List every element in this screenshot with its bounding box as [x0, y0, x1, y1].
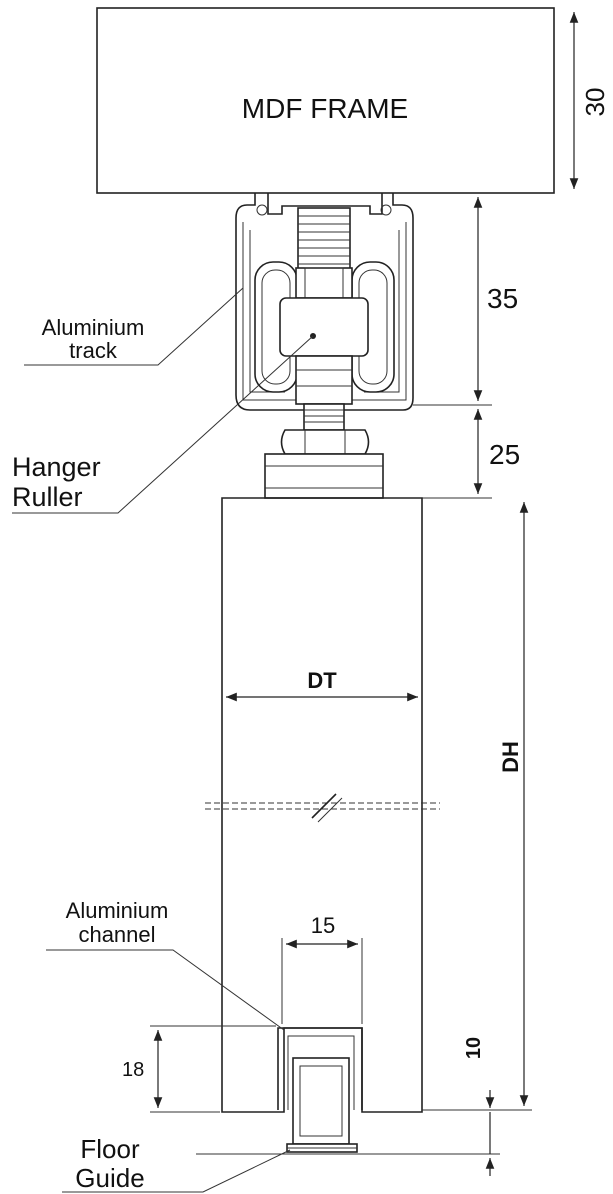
frame-height-dimension: 30: [569, 11, 610, 189]
gap-height-dimension: 25: [420, 409, 520, 499]
door-thickness-value: DT: [307, 668, 337, 693]
aluminium-channel: [277, 1027, 363, 1110]
gap-height-value: 25: [489, 439, 520, 470]
hanger-roller-label-line1: Hanger: [12, 452, 101, 482]
door-height-value: DH: [498, 741, 523, 773]
door-panel: [205, 497, 440, 1113]
mdf-frame-label: MDF FRAME: [242, 93, 408, 124]
hanger-roller-callout: Hanger Ruller: [12, 335, 314, 514]
aluminium-track-callout: Aluminium track: [24, 287, 244, 366]
hanger-roller-label-line2: Ruller: [12, 482, 83, 512]
floor-guide-label-line1: Floor: [80, 1134, 140, 1164]
aluminium-channel-label-line2: channel: [78, 922, 155, 947]
frame-height-value: 30: [580, 88, 610, 117]
floor-guide-label-line2: Guide: [75, 1163, 144, 1193]
channel-depth-value: 18: [122, 1059, 144, 1081]
floor-guide: [286, 1057, 358, 1153]
channel-width-dimension: 15: [281, 913, 363, 1024]
mdf-frame: MDF FRAME: [96, 7, 555, 194]
channel-depth-dimension: 18: [122, 1025, 276, 1113]
channel-width-value: 15: [311, 913, 335, 938]
aluminium-channel-label-line1: Aluminium: [66, 898, 169, 923]
hanger-roller: [254, 207, 395, 499]
aluminium-channel-callout: Aluminium channel: [46, 898, 285, 1031]
track-height-value: 35: [487, 283, 518, 314]
door-thickness-dimension: DT: [226, 668, 418, 702]
track-height-dimension: 35: [413, 197, 518, 406]
floor-gap-value: 10: [463, 1037, 485, 1059]
floor-gap-dimension: 10: [196, 1037, 500, 1176]
door-height-dimension: DH: [422, 501, 532, 1111]
floor-guide-callout: Floor Guide: [62, 1134, 291, 1193]
aluminium-track-label-line1: Aluminium: [42, 315, 145, 340]
aluminium-track-label-line2: track: [69, 338, 118, 363]
